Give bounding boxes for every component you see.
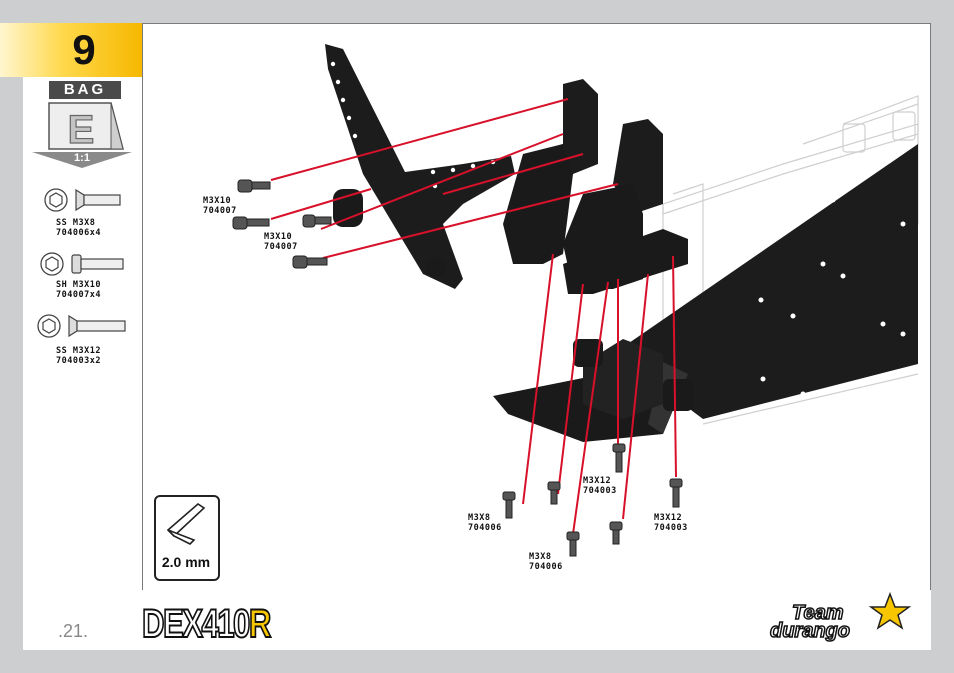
tool-size: 2.0 mm <box>161 554 211 570</box>
footer-band <box>23 590 931 650</box>
hex-key-icon <box>166 502 206 545</box>
screws <box>232 179 683 557</box>
exploded-assembly-drawing <box>232 44 919 557</box>
chassis-plate <box>613 144 918 419</box>
bag-letter: E <box>68 108 95 151</box>
page-number: .21. <box>58 621 89 641</box>
flat-head-screw-icon <box>44 188 121 212</box>
hardware-item-1: SS M3X8 704006x4 <box>56 218 101 238</box>
step-number: 9 <box>72 26 96 73</box>
product-logo: DEX410R <box>141 602 272 646</box>
scale-label: 1:1 <box>74 152 90 164</box>
flat-head-screw-icon <box>37 314 126 338</box>
shock-tower <box>325 44 515 289</box>
socket-head-screw-icon <box>40 252 124 276</box>
chassis-holes <box>758 197 906 397</box>
logo-text-durango: durango <box>769 619 851 643</box>
bag-icon: E <box>48 102 124 151</box>
step-tab <box>0 23 142 77</box>
bulkhead-block <box>563 229 688 294</box>
team-durango-logo <box>868 591 912 630</box>
bag-label: BAG <box>49 81 121 99</box>
scale-arrow <box>32 152 132 168</box>
guide-lines <box>270 98 677 535</box>
hardware-item-3: SS M3X12 704003x2 <box>56 346 101 366</box>
hardware-panel <box>23 77 142 650</box>
logo-text-team: Team <box>791 601 844 625</box>
hardware-item-2: SH M3X10 704007x4 <box>56 280 101 300</box>
